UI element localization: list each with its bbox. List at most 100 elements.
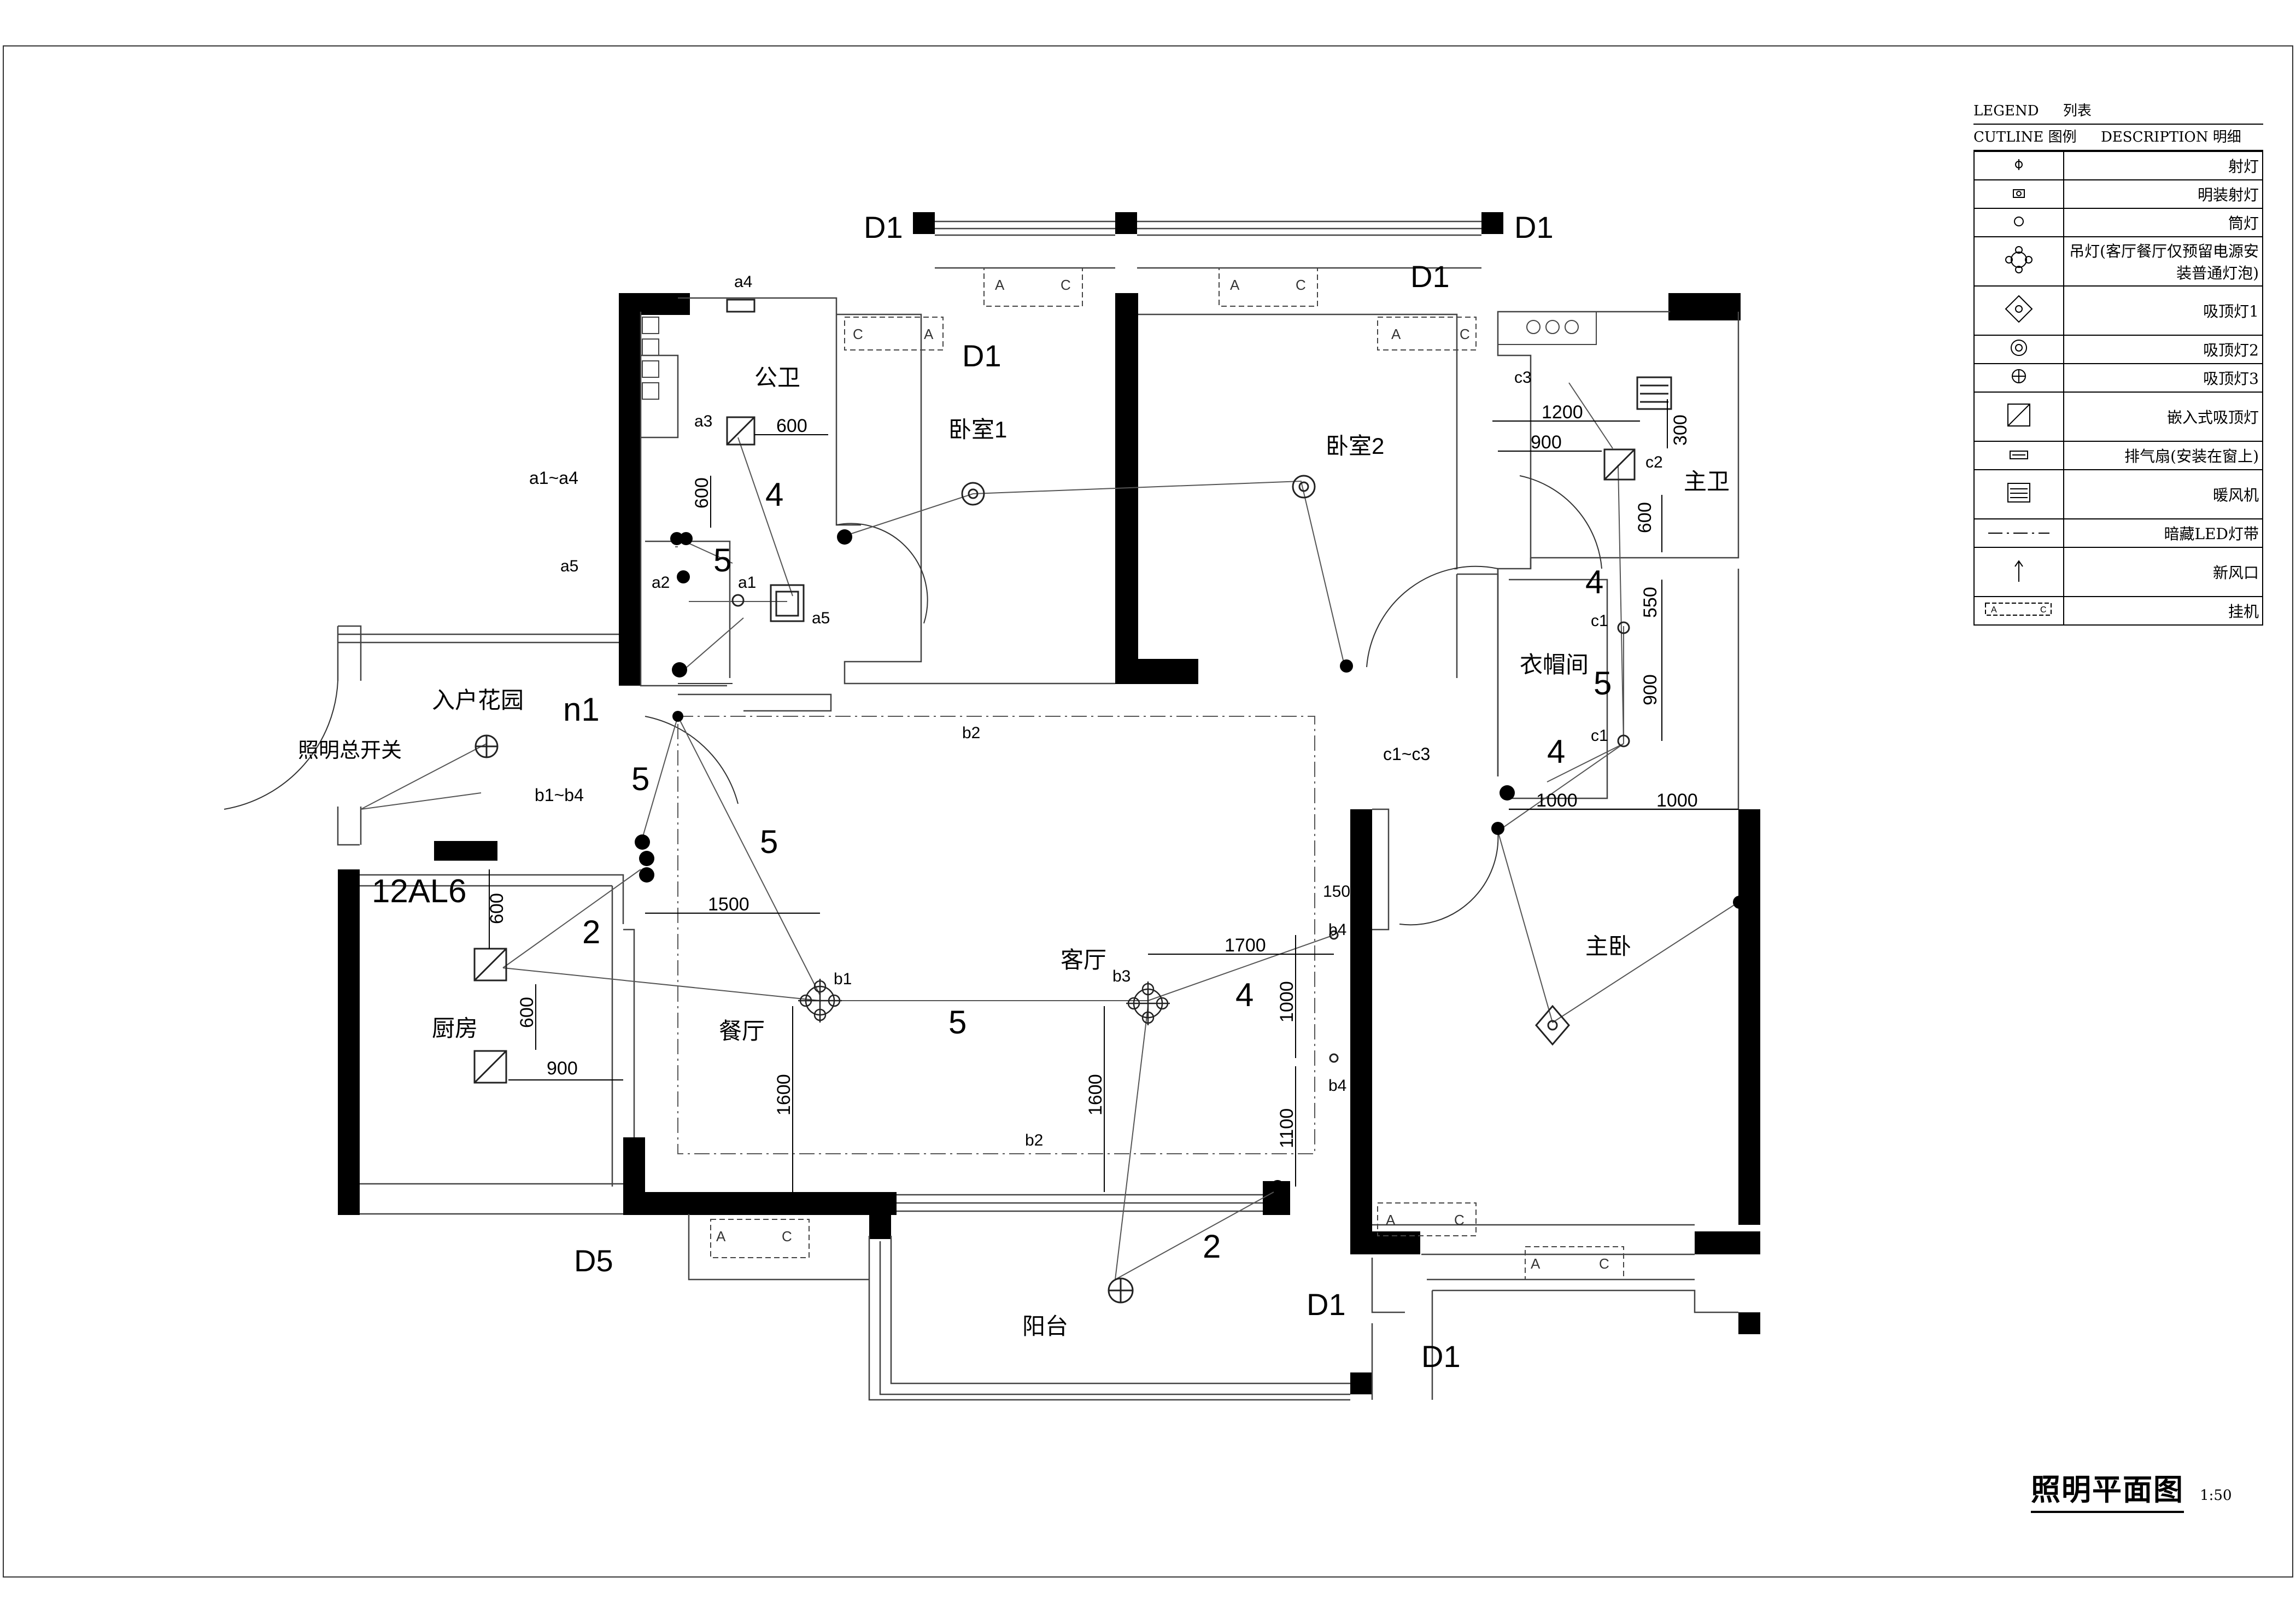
legend-label: 明装射灯 [2063,179,2263,209]
lamps [473,299,1672,1304]
recessed-lamp-kitchen-2 [473,1050,507,1084]
ceiling-lamp-2-icon [1973,335,2064,364]
dim-600-d: 600 [487,893,507,924]
dim-900-b: 900 [1640,674,1661,705]
label-d1-4: D1 [962,338,1001,373]
wire-count-5-c: 5 [760,823,778,860]
label-a5: a5 [560,557,578,575]
ac-a-5: A [716,1228,726,1245]
main-switch-label: 照明总开关 [298,739,402,762]
label-d1-2: D1 [1514,210,1554,244]
room-living: 客厅 [1061,947,1106,973]
room-bedroom2: 卧室2 [1326,433,1384,459]
room-master-bedroom: 主卧 [1585,933,1631,959]
dim-1500: 1500 [708,894,749,915]
label-c3: c3 [1514,369,1532,387]
ac-a-3: A [924,326,934,342]
wire-count-4-b: 4 [1235,977,1254,1013]
legend-row: 暗藏LED灯带 [1973,518,2263,548]
label-c1-bottom: c1 [1591,727,1608,745]
label-d1-1: D1 [864,210,903,244]
legend-row: 新风口 [1973,547,2263,597]
legend-row: 排气扇(安装在窗上) [1973,441,2263,470]
legend-row: 吸顶灯2 [1973,335,2263,364]
drawing-scale: 1:50 [2200,1487,2232,1504]
entry-label: n1 [563,691,600,728]
legend-label: 嵌入式吸顶灯 [2063,392,2263,442]
thin-walls [337,220,1739,1401]
dim-1200: 1200 [1542,402,1583,423]
legend-title-en: LEGEND [1973,103,2039,119]
living-pendant-lamp [1126,982,1170,1025]
svg-text:A: A [1991,605,1997,615]
room-closet: 衣帽间 [1520,652,1589,677]
dim-150: 150 [1323,883,1350,901]
legend-table: LEGEND 列表 CUTLINE 图例 DESCRIPTION 明细 射灯 明… [1973,98,2263,626]
downlight-c1-bottom [1617,734,1630,747]
room-bedroom1: 卧室1 [948,417,1007,442]
wire-count-2-a: 2 [582,914,600,950]
label-b4-top: b4 [1328,921,1346,939]
legend-label: 吸顶灯2 [2063,335,2263,364]
legend-label: 吊灯(客厅餐厅仅预留电源安装普通灯泡) [2063,236,2263,287]
ac-c-7: C [1599,1255,1609,1272]
exhaust-fan [726,299,755,313]
balcony-ceiling-lamp [1108,1277,1134,1304]
dim-1600-a: 1600 [774,1074,794,1115]
group-c-label: c1~c3 [1383,744,1430,764]
legend-label: 排气扇(安装在窗上) [2063,441,2263,470]
wire-count-4-a: 4 [765,476,783,513]
downlight-c1-top [1617,621,1630,634]
dim-300: 300 [1670,414,1691,446]
entry-ceiling-lamp [475,734,499,758]
legend-row: 暖风机 [1973,469,2263,519]
label-c2: c2 [1645,453,1663,471]
sheet-border [3,45,2293,1578]
recessed-ceiling-lamp-icon [1973,392,2064,442]
label-c1-top: c1 [1591,612,1608,630]
label-b3: b3 [1112,967,1131,985]
drawing-title: 照明平面图 [2031,1465,2184,1513]
drawing-title-block: 照明平面图 1:50 [2031,1465,2231,1513]
legend-cutline: CUTLINE 图例 [1973,129,2077,145]
bath-heater-public [770,584,805,622]
dim-1600-b: 1600 [1085,1074,1106,1115]
bath-heater-icon [1973,469,2064,519]
pendant-lamp-icon [1973,236,2064,287]
wiring [360,382,1739,1280]
legend-header: LEGEND 列表 [1973,98,2263,125]
label-a4: a4 [734,273,752,291]
label-b4-bottom: b4 [1328,1077,1346,1095]
wire-count-5-d: 5 [948,1004,967,1041]
legend-items: 射灯 明装射灯 筒灯 吊灯(客厅餐厅仅预留电源安装普通灯泡) 吸顶灯1 吸顶灯2… [1973,151,2263,626]
ac-a-1: A [995,277,1005,293]
dim-600-a: 600 [776,416,807,436]
room-kitchen: 厨房 [432,1015,478,1041]
dim-600-e: 600 [517,997,537,1028]
svg-text:C: C [2040,605,2047,615]
room-dining: 餐厅 [719,1018,765,1044]
dim-1000-a: 1000 [1536,790,1578,811]
label-a5-2: a5 [812,609,830,627]
dimension-lines [489,399,1738,1192]
wire-count-5-e: 5 [1594,665,1612,702]
master-ceiling-lamp [1535,1004,1570,1046]
fresh-air-icon [1973,547,2064,597]
downlight-icon [1973,208,2064,237]
room-balcony: 阳台 [1022,1313,1068,1339]
dim-1100: 1100 [1276,1108,1297,1148]
ac-a-7: A [1531,1255,1541,1272]
dining-pendant-lamp [798,979,842,1023]
dim-1000-c: 1000 [1276,981,1297,1023]
spot-b4-bottom [1329,1053,1339,1063]
ac-c-1: C [1061,277,1071,293]
legend-subheader: CUTLINE 图例 DESCRIPTION 明细 [1973,125,2263,151]
label-d1-5: D1 [1307,1287,1346,1322]
legend-label: 暖风机 [2063,469,2263,519]
bath-heater-master [1636,376,1672,410]
label-a3: a3 [694,412,712,430]
room-master-bath: 主卫 [1684,469,1730,494]
ceiling-lamp-3-icon [1973,363,2064,393]
